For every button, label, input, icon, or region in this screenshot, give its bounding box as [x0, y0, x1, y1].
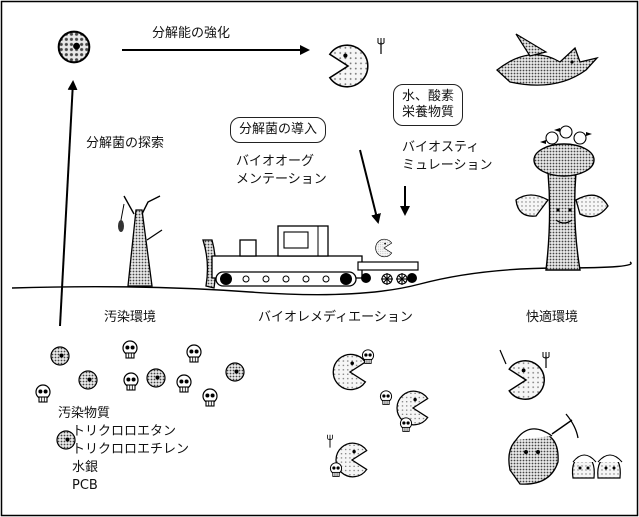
skull-icon — [176, 374, 192, 393]
arrow-search — [59, 80, 78, 327]
pollutant-list: 汚染物質 トリクロロエタン トリクロロエチレン 水銀 PCB — [58, 405, 189, 495]
arrow-introduce — [359, 149, 381, 224]
skull-icon — [186, 344, 202, 363]
dead-tree-icon — [118, 195, 163, 287]
nutrients-line1: 水、酸素 — [402, 89, 455, 104]
fork-icon — [542, 351, 550, 369]
skull-icon — [122, 340, 138, 359]
box-nutrients: 水、酸素 栄養物質 — [393, 84, 464, 126]
stimulation-line2: ミュレーション — [402, 158, 493, 173]
stimulation-line1: バイオスティ — [402, 140, 480, 155]
fork-icon — [327, 434, 333, 449]
box-introduce-text: 分解菌の導入 — [239, 122, 318, 137]
eating-microbe — [332, 353, 367, 391]
label-stimulation: バイオスティ ミュレーション — [402, 140, 492, 174]
label-strengthen: 分解能の強化 — [152, 26, 231, 41]
label-comfortable-env: 快適環境 — [526, 310, 579, 325]
healthy-tree-icon — [515, 125, 609, 271]
pollutant-item: トリクロロエタン — [72, 424, 177, 439]
happy-microbe — [508, 360, 545, 400]
pollutant-microbe — [225, 362, 245, 382]
enhanced-microbe — [329, 44, 369, 88]
label-search: 分解菌の探索 — [86, 136, 165, 151]
augmentation-line2: メンテーション — [236, 172, 327, 187]
fork-top — [377, 37, 385, 55]
microbe-origin — [57, 30, 91, 64]
skull-icon — [399, 417, 413, 432]
label-augmentation: バイオオーグ メンテーション — [236, 154, 327, 188]
label-bioremediation: バイオレメディエーション — [258, 310, 413, 325]
pollutant-microbe — [146, 368, 166, 388]
box-introduce: 分解菌の導入 — [230, 117, 327, 143]
pollutant-microbe — [78, 370, 98, 390]
pollutant-item: トリクロロエチレン — [72, 442, 190, 457]
skull-icon — [35, 384, 51, 403]
skull-icon — [123, 372, 139, 391]
nutrients-line2: 栄養物質 — [402, 105, 455, 120]
skull-icon — [379, 390, 393, 405]
pollutant-item: 水銀 — [72, 460, 99, 475]
creatures-icon — [508, 413, 623, 485]
skull-icon — [329, 462, 343, 477]
label-polluted-env: 汚染環境 — [104, 310, 157, 325]
pollutant-microbe — [50, 346, 70, 366]
pollutant-item: PCB — [72, 478, 98, 493]
pollutant-list-title: 汚染物質 — [58, 406, 111, 421]
augmentation-line1: バイオオーグ — [236, 154, 315, 169]
bird-icon — [495, 33, 599, 86]
bioremediation-machine-icon — [202, 225, 419, 289]
skull-icon — [202, 388, 218, 407]
